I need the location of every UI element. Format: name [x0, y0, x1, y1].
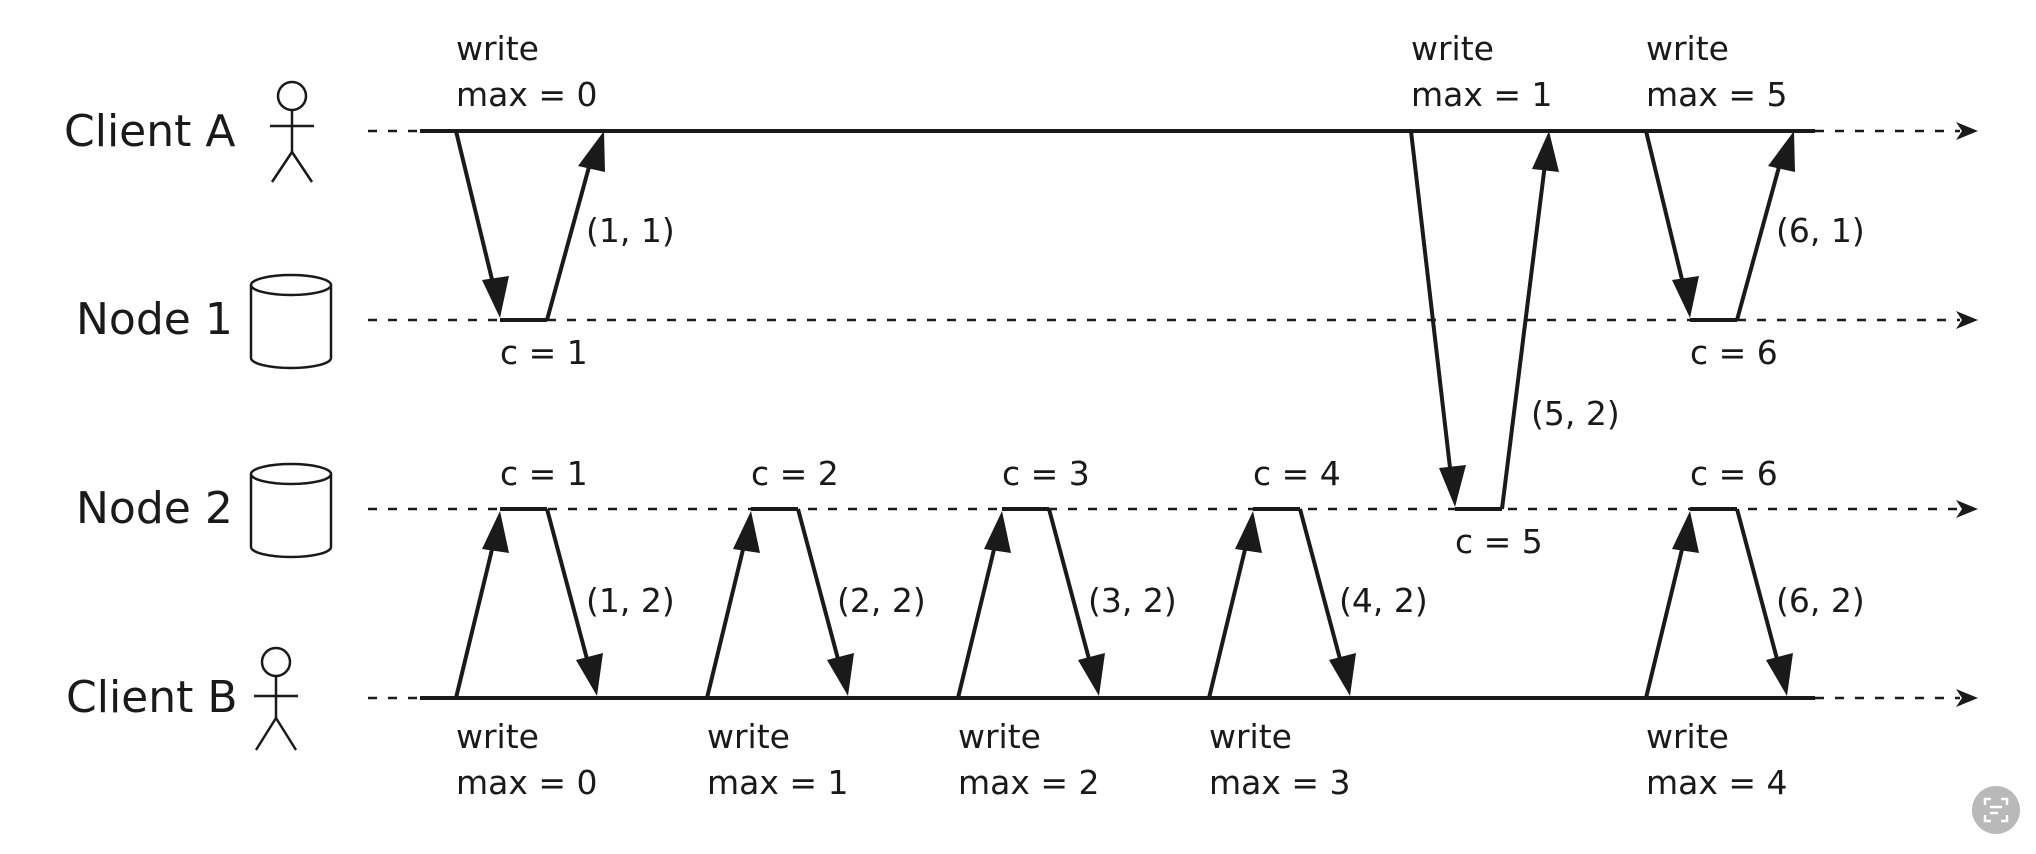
request-arrow — [705, 532, 749, 699]
response-arrow — [1735, 155, 1784, 321]
response-arrow — [1298, 508, 1346, 675]
request-arrow — [1644, 532, 1688, 699]
request-arrow — [454, 130, 498, 297]
timestamp-label: (1, 1) — [586, 211, 675, 250]
op-label: write — [1411, 29, 1494, 68]
counter-label: c = 2 — [751, 454, 839, 493]
timestamp-label: (1, 2) — [586, 581, 675, 620]
node-1-label: Node 1 — [76, 294, 233, 345]
node-1-counter-labels: c = 1 c = 6 — [500, 333, 1778, 372]
response-arrow — [545, 155, 594, 321]
op-label: max = 0 — [456, 75, 598, 114]
counter-label: c = 4 — [1253, 454, 1341, 493]
node-2-counter-labels: c = 1 c = 2 c = 3 c = 4 c = 5 c = 6 — [500, 454, 1778, 561]
timestamp-label: (5, 2) — [1531, 394, 1620, 433]
op-label: max = 4 — [1646, 763, 1788, 802]
scan-button[interactable] — [1972, 786, 2020, 834]
op-label: write — [958, 717, 1041, 756]
request-arrow — [956, 532, 1000, 699]
node-2-time-arrow — [1956, 500, 1978, 518]
op-label: max = 0 — [456, 763, 598, 802]
database-icon — [249, 273, 333, 370]
op-label: write — [1646, 717, 1729, 756]
op-label: write — [707, 717, 790, 756]
database-icon — [249, 462, 333, 559]
response-arrow — [545, 508, 593, 675]
op-label: write — [456, 717, 539, 756]
timestamp-label: (6, 1) — [1776, 211, 1865, 250]
client-a-operation-labels: write max = 0 write max = 1 write max = … — [456, 29, 1788, 114]
counter-label: c = 1 — [500, 333, 588, 372]
counter-label: c = 3 — [1002, 454, 1090, 493]
node-processing-segments — [500, 318, 1737, 511]
response-labels: (1, 1) (5, 2) (6, 1) (1, 2) (2, 2) (3, 2… — [586, 211, 1865, 620]
timestamp-label: (4, 2) — [1339, 581, 1428, 620]
request-arrow — [1409, 130, 1454, 486]
response-arrow — [1047, 508, 1095, 675]
person-icon — [270, 80, 314, 183]
op-label: write — [456, 29, 539, 68]
request-arrow — [1644, 130, 1688, 297]
response-arrow — [1735, 508, 1783, 675]
counter-label: c = 6 — [1690, 333, 1778, 372]
op-label: write — [1646, 29, 1729, 68]
counter-label: c = 6 — [1690, 454, 1778, 493]
client-a-label: Client A — [64, 106, 235, 157]
op-label: write — [1209, 717, 1292, 756]
node-2-label: Node 2 — [76, 483, 233, 534]
response-arrow — [1500, 155, 1548, 510]
timestamp-label: (2, 2) — [837, 581, 926, 620]
op-label: max = 5 — [1646, 75, 1788, 114]
client-b-time-arrow — [1956, 689, 1978, 707]
op-label: max = 1 — [1411, 75, 1553, 114]
client-a-time-arrow — [1956, 122, 1978, 140]
timestamp-label: (3, 2) — [1088, 581, 1177, 620]
request-arrow — [1207, 532, 1251, 699]
client-b-operation-labels: write max = 0 write max = 1 write max = … — [456, 717, 1788, 802]
counter-label: c = 5 — [1455, 522, 1543, 561]
timestamp-label: (6, 2) — [1776, 581, 1865, 620]
client-b-label: Client B — [66, 672, 238, 723]
op-label: max = 1 — [707, 763, 849, 802]
op-label: max = 2 — [958, 763, 1100, 802]
message-arrows — [454, 130, 1795, 699]
request-arrow — [454, 532, 498, 699]
scan-icon — [1983, 797, 2009, 823]
response-arrow — [796, 508, 844, 675]
counter-label: c = 1 — [500, 454, 588, 493]
node-1-time-arrow — [1956, 311, 1978, 329]
op-label: max = 3 — [1209, 763, 1351, 802]
person-icon — [254, 646, 298, 751]
